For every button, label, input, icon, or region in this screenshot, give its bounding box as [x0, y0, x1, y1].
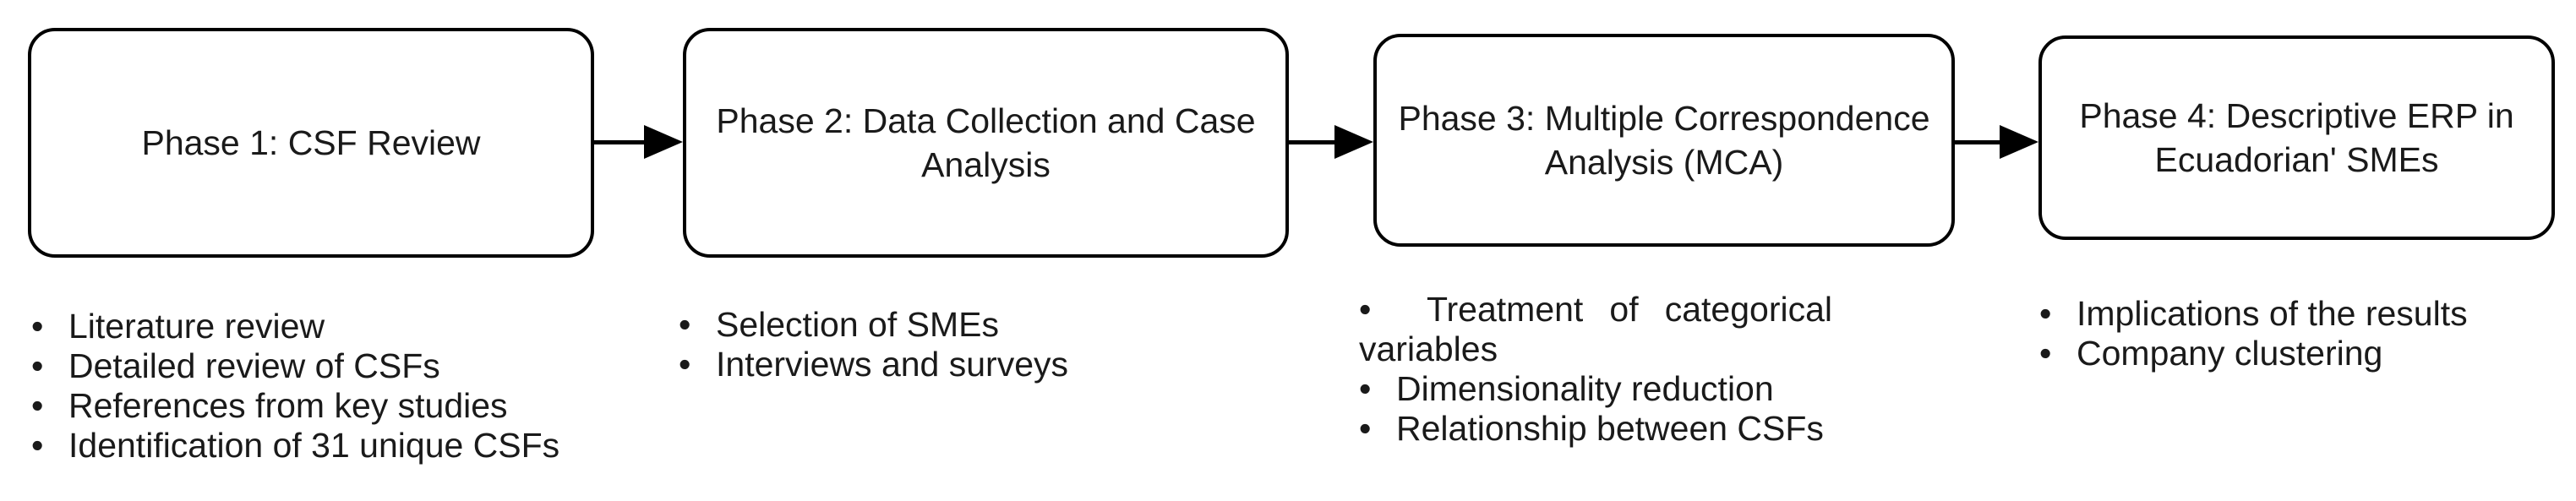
list-item-text: Literature review — [68, 307, 325, 346]
list-item: • Relationship between CSFs — [1359, 409, 1900, 449]
arrowhead-right-icon — [644, 125, 683, 159]
bullet-icon: • — [1359, 290, 1372, 329]
arrowhead-right-icon — [2000, 125, 2038, 159]
list-item-text: Interviews and surveys — [716, 345, 1069, 384]
bullet-icon: • — [31, 426, 44, 465]
list-item-text: Relationship between CSFs — [1396, 409, 1824, 448]
list-item: • Detailed review of CSFs — [31, 346, 606, 386]
phase-4-list: • Implications of the results • Company cl… — [2039, 294, 2555, 373]
phase-1-title: Phase 1: CSF Review — [141, 123, 481, 162]
phase-1-box: Phase 1: CSF Review — [28, 28, 594, 258]
bullet-icon: • — [679, 305, 691, 344]
arrow-line — [594, 140, 651, 144]
list-item-text: Treatment of categorical variables — [1359, 290, 1832, 368]
list-item-text: Company clustering — [2077, 334, 2383, 373]
bullet-icon: • — [1359, 409, 1372, 448]
phase-3-box: Phase 3: Multiple Correspondence Analysi… — [1373, 34, 1955, 247]
phase-3-title: Phase 3: Multiple Correspondence Analysi… — [1398, 99, 1930, 182]
list-item-text: References from key studies — [68, 386, 508, 425]
arrowhead-right-icon — [1334, 125, 1373, 159]
arrow-phase2-to-phase3 — [1289, 125, 1373, 159]
phase-2-list: • Selection of SMEs • Interviews and surve… — [679, 305, 1270, 384]
list-item-text: Implications of the results — [2077, 294, 2468, 333]
arrow-line — [1289, 140, 1341, 144]
bullet-icon: • — [679, 345, 691, 384]
list-item: • Dimensionality reduction — [1359, 369, 1900, 409]
phase-4-box: Phase 4: Descriptive ERP in Ecuadorian' … — [2038, 35, 2555, 240]
list-item-text: Selection of SMEs — [716, 305, 999, 344]
arrow-phase3-to-phase4 — [1955, 125, 2038, 159]
list-item: • Implications of the results — [2039, 294, 2555, 334]
arrow-line — [1955, 140, 2006, 144]
list-item: • Literature review — [31, 307, 606, 346]
bullet-icon: • — [31, 307, 44, 346]
list-item: • References from key studies — [31, 386, 606, 426]
phase-4-title: Phase 4: Descriptive ERP in Ecuadorian' … — [2079, 96, 2514, 179]
list-item-text: Identification of 31 unique CSFs — [68, 426, 560, 465]
bullet-icon: • — [31, 346, 44, 385]
bullet-icon: • — [2039, 334, 2052, 373]
list-item: • Identification of 31 unique CSFs — [31, 426, 606, 466]
list-item: • Interviews and surveys — [679, 345, 1270, 384]
bullet-icon: • — [2039, 294, 2052, 333]
list-item: • Selection of SMEs — [679, 305, 1270, 345]
arrow-phase1-to-phase2 — [594, 125, 683, 159]
phase-3-list: •Treatment of categorical variables •Dim… — [1359, 290, 1900, 449]
phase-2-title: Phase 2: Data Collection and Case Analys… — [716, 101, 1256, 184]
bullet-icon: • — [31, 386, 44, 425]
list-item: •Treatment of categorical variables — [1359, 290, 1832, 369]
list-item: • Company clustering — [2039, 334, 2555, 373]
list-item-text: Detailed review of CSFs — [68, 346, 440, 385]
phase-1-list: • Literature review • Detailed review of C… — [31, 307, 606, 466]
list-item-text: Dimensionality reduction — [1396, 369, 1774, 408]
phase-2-box: Phase 2: Data Collection and Case Analys… — [683, 28, 1289, 258]
bullet-icon: • — [1359, 369, 1372, 408]
